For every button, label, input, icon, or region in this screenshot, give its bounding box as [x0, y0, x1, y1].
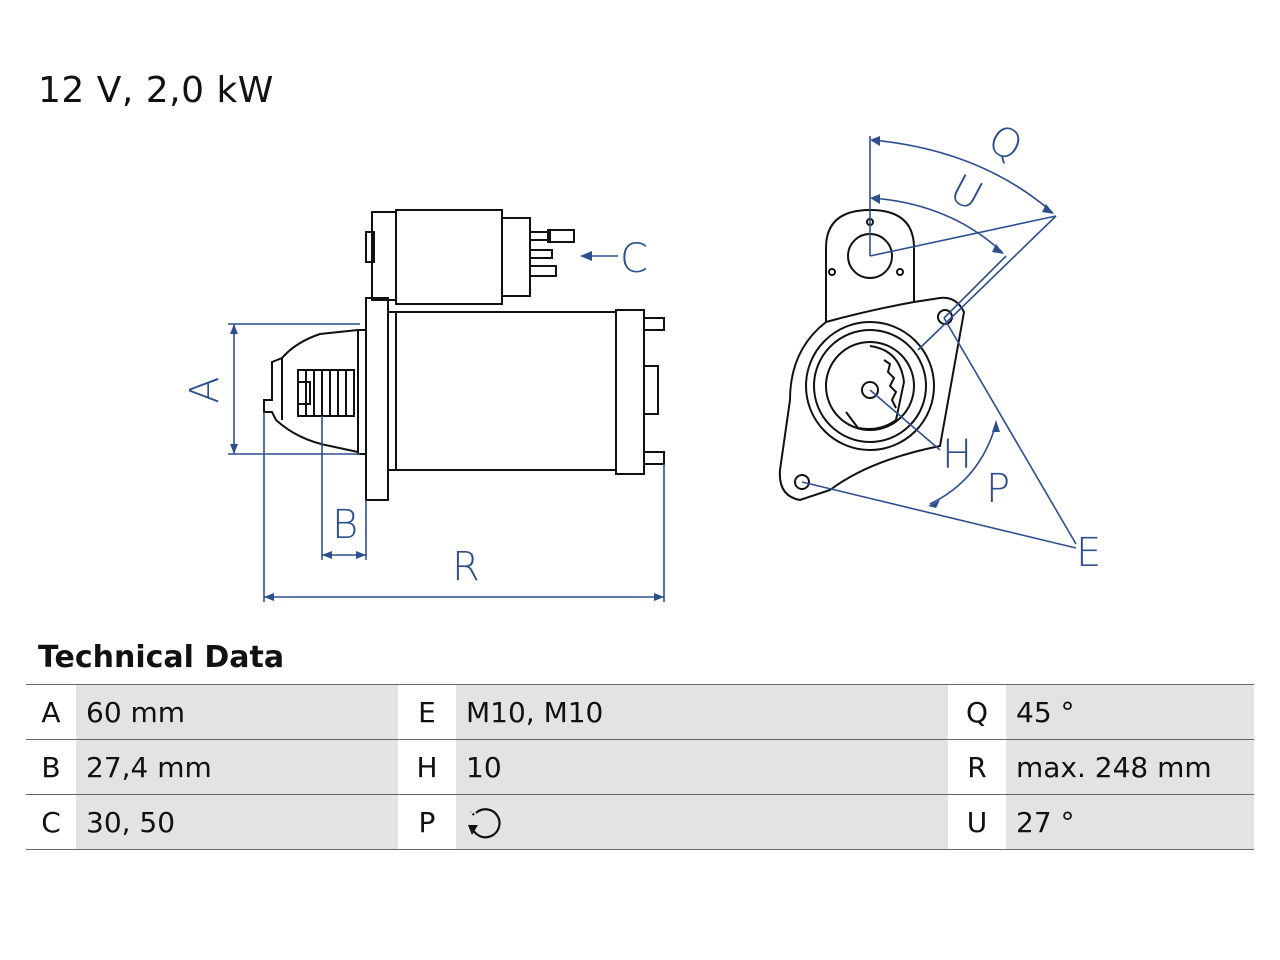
starter-technical-drawing: A B C R Q U H — [182, 116, 1101, 602]
clockwise-rotation-icon — [468, 808, 501, 839]
table-row: A 60 mm E M10, M10 Q 45 ° — [26, 684, 1254, 740]
dimension-label-u: U — [942, 166, 989, 220]
dimension-label-b: B — [332, 502, 358, 548]
technical-data-table: A 60 mm E M10, M10 Q 45 ° B 27,4 mm H 10… — [26, 684, 1254, 850]
mounting-flange — [365, 297, 389, 501]
spec-key: B — [26, 739, 76, 795]
spec-key: A — [26, 684, 76, 740]
spec-key: U — [948, 794, 1006, 850]
dimension-label-h: H — [942, 432, 972, 478]
spec-key: Q — [948, 684, 1006, 740]
spec-key: E — [398, 684, 456, 740]
spec-value: 27,4 mm — [76, 739, 398, 795]
spec-key: C — [26, 794, 76, 850]
section-title: Technical Data — [38, 640, 285, 675]
table-row: B 27,4 mm H 10 R max. 248 mm — [26, 739, 1254, 795]
spec-key: P — [398, 794, 456, 850]
solenoid-body — [395, 209, 503, 305]
spec-value: 10 — [456, 739, 948, 795]
spec-value: 45 ° — [1006, 684, 1254, 740]
drive-housing — [263, 329, 359, 453]
front-view — [778, 208, 966, 502]
dimension-label-q: Q — [980, 116, 1029, 171]
flange-outline — [778, 296, 966, 502]
dimension-label-e: E — [1076, 530, 1101, 576]
spec-key: H — [398, 739, 456, 795]
front-view-dimensions — [801, 136, 1077, 549]
side-view — [263, 209, 665, 501]
dimension-label-a: A — [182, 376, 228, 403]
motor-end-cap — [615, 309, 645, 475]
spec-value: max. 248 mm — [1006, 739, 1254, 795]
dimension-label-p: P — [986, 466, 1010, 512]
spec-value: 27 ° — [1006, 794, 1254, 850]
dimension-label-r: R — [452, 544, 480, 590]
product-headline: 12 V, 2,0 kW — [38, 70, 274, 111]
dimension-label-c: C — [620, 236, 648, 282]
side-view-dimensions — [228, 255, 665, 602]
spec-value: M10, M10 — [456, 684, 948, 740]
solenoid-cap — [501, 217, 531, 297]
motor-body — [395, 311, 617, 471]
table-row: C 30, 50 P U 27 ° — [26, 794, 1254, 850]
spec-value: 60 mm — [76, 684, 398, 740]
spec-value-rotation — [456, 794, 948, 850]
spec-key: R — [948, 739, 1006, 795]
spec-value: 30, 50 — [76, 794, 398, 850]
